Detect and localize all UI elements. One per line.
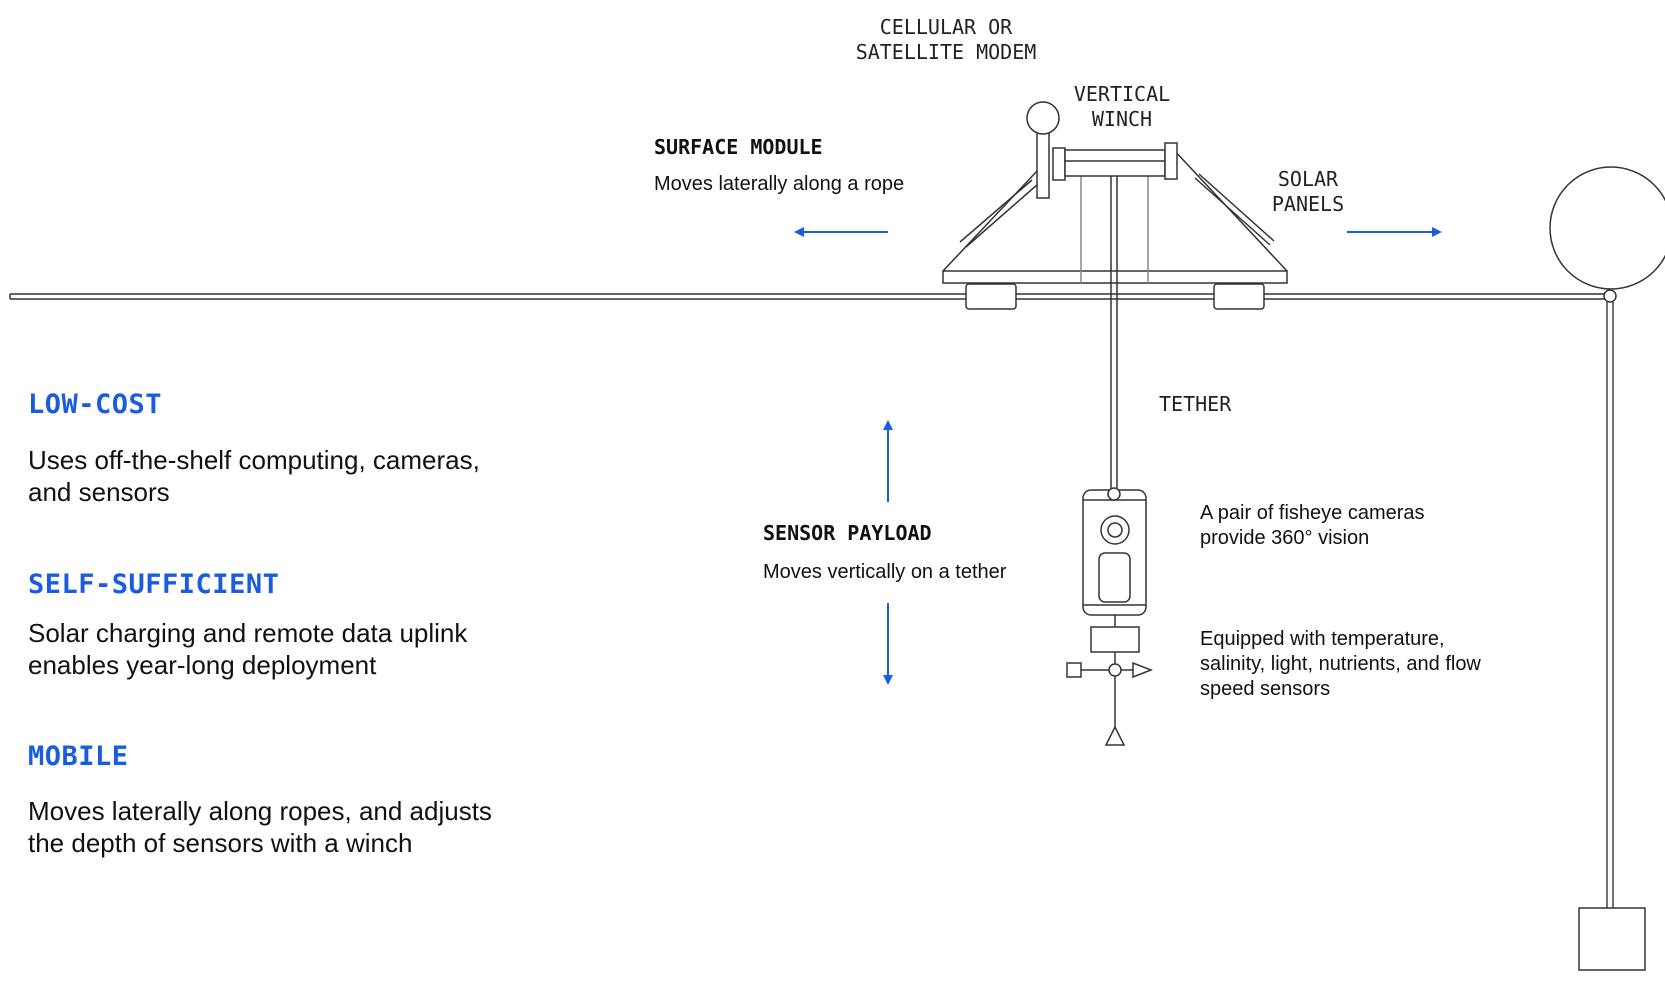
rope — [9, 293, 1610, 300]
surface-module-description: Moves laterally along a rope — [654, 173, 905, 195]
tether-line — [1110, 176, 1118, 494]
feature-title-self-sufficient: SELF-SUFFICIENT — [28, 569, 280, 600]
tether-label: TETHER — [1159, 392, 1232, 416]
surface-module-title: SURFACE MODULE — [654, 135, 823, 159]
feature-text-mobile: Moves laterally along ropes, and adjusts… — [28, 796, 492, 858]
winch-label: VERTICAL WINCH — [1073, 82, 1171, 131]
solar-panels-label: SOLAR PANELS — [1271, 167, 1345, 216]
feature-title-mobile: MOBILE — [28, 741, 129, 772]
surface-module — [942, 101, 1288, 310]
feature-text-self-sufficient: Solar charging and remote data uplink en… — [28, 618, 468, 680]
feature-title-low-cost: LOW-COST — [28, 389, 163, 420]
sensor-payload-title: SENSOR PAYLOAD — [763, 521, 932, 545]
sensor-payload-description: Moves vertically on a tether — [763, 561, 1007, 583]
feature-text-low-cost: Uses off-the-shelf computing, cameras, a… — [28, 445, 480, 507]
sensors-annotation: Equipped with temperature, salinity, lig… — [1200, 628, 1481, 700]
modem-label: CELLULAR OR SATELLITE MODEM — [855, 15, 1037, 64]
sensor-payload — [1066, 487, 1154, 746]
anchor-weight — [1578, 907, 1646, 971]
anchor-line — [1606, 302, 1614, 908]
cameras-annotation: A pair of fisheye cameras provide 360° v… — [1200, 502, 1425, 549]
buoy — [1549, 166, 1665, 303]
